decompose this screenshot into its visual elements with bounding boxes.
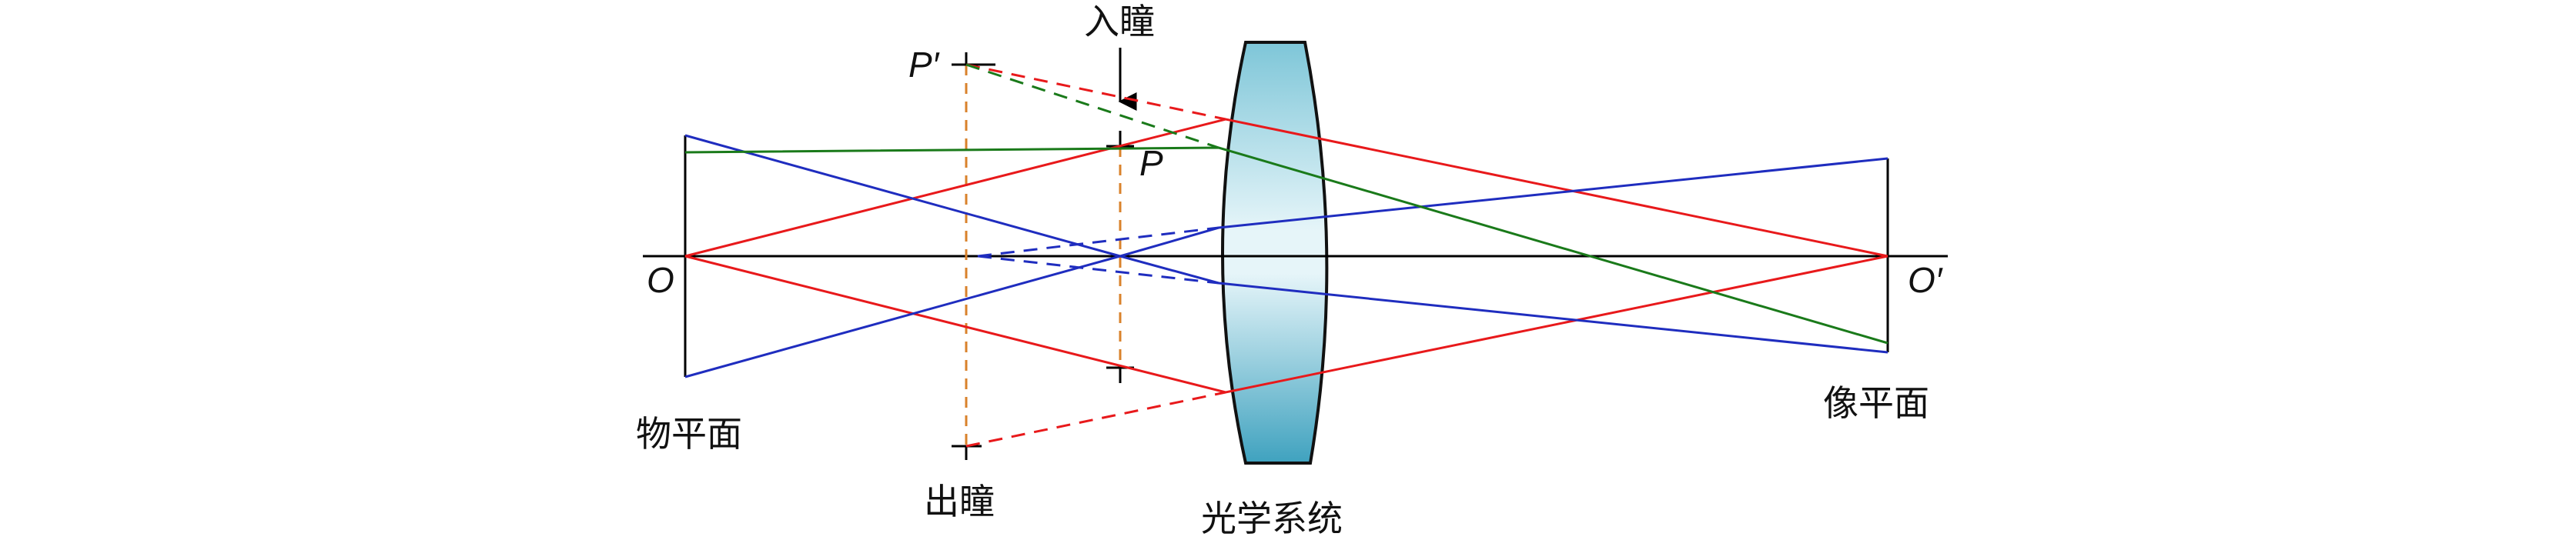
red-ray-lower-dashed (965, 391, 1226, 448)
label-image-plane: 像平面 (1823, 382, 1929, 424)
green-chief-ray-dashed (965, 63, 1219, 149)
label-point-o-prime: O′ (1908, 260, 1943, 300)
label-point-o: O (647, 260, 674, 300)
label-optical-system: 光学系统 (1201, 498, 1343, 539)
blue-ray-a (684, 134, 1889, 354)
label-point-p: P (1139, 143, 1163, 183)
label-point-p-prime: P′ (908, 45, 940, 85)
red-ray-upper-dashed (965, 63, 1226, 121)
lens-element (1221, 41, 1329, 465)
label-entrance-pupil: 入瞳 (1084, 1, 1155, 42)
blue-ray-a-dashed (977, 255, 1219, 285)
label-object-plane: 物平面 (636, 413, 742, 455)
label-exit-pupil: 出瞳 (924, 481, 995, 522)
blue-ray-b (684, 157, 1889, 378)
blue-ray-b-dashed (977, 226, 1219, 258)
